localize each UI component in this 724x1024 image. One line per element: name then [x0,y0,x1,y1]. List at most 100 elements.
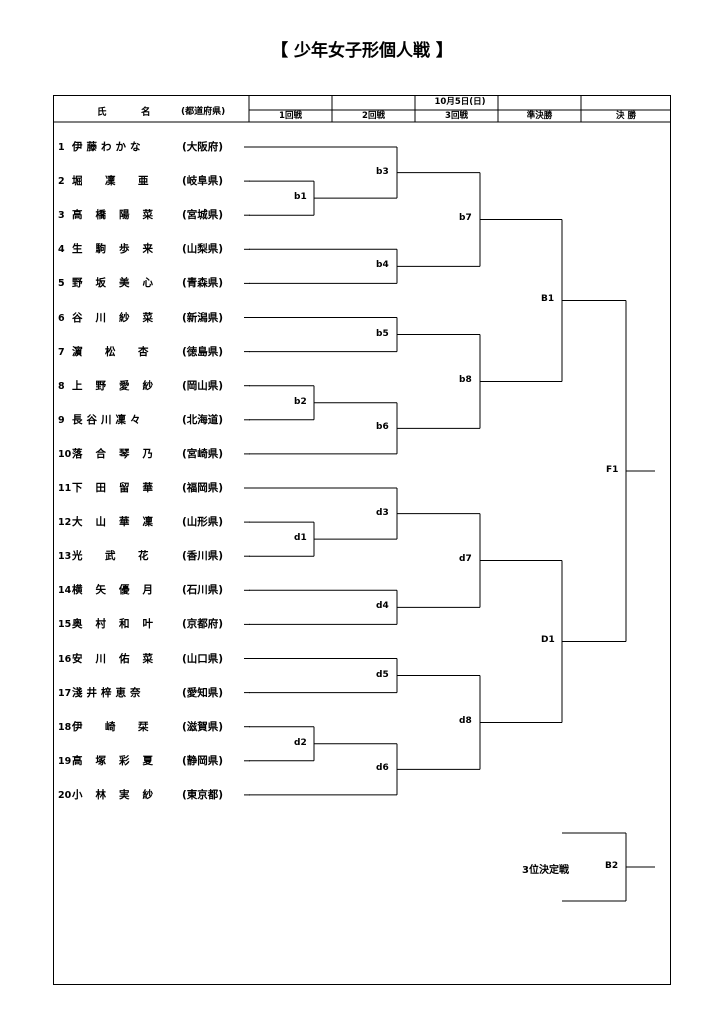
match-label-b7: b7 [459,213,472,224]
match-label-d4: d4 [376,601,389,612]
round-header-final: 決 勝 [616,111,636,121]
player-row: 3 高橋陽菜 (宮城県) [58,206,223,224]
player-prefecture: (青森県) [182,277,224,290]
player-number: 6 [58,312,65,324]
player-number: 1 [58,142,65,153]
player-name: 堀 凜 亜 [72,175,155,188]
third-place-label: 3位決定戦 [522,865,569,876]
match-date: 10月5日(日) [434,97,486,107]
player-prefecture: (福岡県) [182,482,224,494]
match-label-b3: b3 [376,166,389,177]
player-number: 19 [58,755,72,767]
player-number: 8 [58,380,65,392]
player-number: 7 [58,346,65,358]
player-number: 12 [58,517,72,529]
prefecture-header: (都道府県) [181,107,226,117]
round-header-3: 3回戦 [445,111,468,121]
player-name: 落合琴乃 [72,447,166,460]
player-prefecture: (徳島県) [182,345,224,358]
name-column-header: 氏 名 (都道府県) [53,96,249,122]
player-name: 高塚彩夏 [72,754,166,767]
player-row: 19高塚彩夏 (静岡県) [58,752,223,770]
player-name: 伊藤わかな [72,141,145,153]
player-number: 11 [58,483,72,494]
player-row: 10落合琴乃 (宮崎県) [58,445,223,463]
player-name: 奥村和叶 [72,618,166,631]
player-name: 濵 松 杏 [72,345,155,358]
player-name: 光 武 花 [72,550,155,563]
match-label-d5: d5 [376,669,389,680]
player-prefecture: (新潟県) [182,311,224,324]
round-header-2: 2回戦 [362,111,385,121]
player-name: 淺井梓恵奈 [72,686,145,699]
player-name: 大山華凜 [72,516,166,529]
match-label-d6: d6 [376,763,389,774]
match-label-b2: b2 [294,396,307,407]
match-label-b6: b6 [376,422,389,433]
player-row: 6 谷川紗菜 (新潟県) [58,309,223,327]
player-row: 20小林実紗 (東京都) [58,786,223,804]
player-prefecture: (山口県) [182,652,224,665]
player-row: 8 上野愛紗 (岡山県) [58,377,223,395]
player-row: 13光 武 花 (香川県) [58,547,223,565]
player-prefecture: (滋賀県) [182,720,224,733]
player-number: 17 [58,687,72,699]
player-row: 14横矢優月(石川県) [58,581,223,599]
player-prefecture: (大阪府) [182,141,224,153]
player-prefecture: (香川県) [182,550,224,563]
player-prefecture: (北海道) [182,413,224,426]
match-label-d1: d1 [294,533,307,544]
player-name: 生駒歩来 [72,243,166,256]
player-name: 上野愛紗 [72,379,166,392]
player-name: 谷川紗菜 [72,311,166,324]
match-label-b8: b8 [459,375,472,386]
player-row: 16安川佑菜 (山口県) [58,650,223,668]
player-number: 3 [58,210,65,222]
round-header-1: 1回戦 [279,111,302,121]
player-number: 10 [58,448,72,460]
player-prefecture: (岐阜県) [182,175,224,188]
player-number: 20 [58,789,72,801]
page-title: 【 少年女子形個人戦 】 [271,41,453,61]
player-prefecture: (山梨県) [182,243,224,256]
player-prefecture: (岡山県) [182,379,224,392]
player-row: 11下田留華 (福岡県) [58,479,223,497]
round-header-semifinal: 準決勝 [526,111,553,121]
player-row: 17淺井梓恵奈 (愛知県) [58,684,223,702]
player-prefecture: (京都府) [182,618,224,631]
match-label-d8: d8 [459,716,472,727]
player-prefecture: (静岡県) [182,754,224,767]
match-label-B1: B1 [541,294,555,305]
player-prefecture: (宮城県) [182,209,224,222]
match-label-d3: d3 [376,507,389,518]
player-prefecture: (東京都) [182,788,224,801]
match-label-d7: d7 [459,554,472,565]
match-label-B2: B2 [605,861,619,871]
player-name: 下田留華 [72,482,166,494]
match-label-F1: F1 [606,464,619,475]
player-name: 小林実紗 [72,788,166,801]
player-number: 18 [58,721,72,733]
player-name: 高橋陽菜 [72,209,166,222]
player-row: 1 伊藤わかな (大阪府) [58,138,223,156]
player-prefecture: (宮崎県) [182,447,224,460]
player-name: 野坂美心 [72,277,166,290]
player-row: 7 濵 松 杏 (徳島県) [58,343,223,361]
player-prefecture: (愛知県) [182,686,224,699]
player-name: 安川佑菜 [72,652,166,665]
match-label-b5: b5 [376,328,389,339]
match-label-b1: b1 [294,192,307,203]
match-label-b4: b4 [376,260,389,271]
name-header-char2: 名 [141,107,151,118]
player-row: 5 野坂美心 (青森県) [58,274,223,292]
player-name: 横矢優月 [72,584,166,597]
player-number: 4 [58,244,65,256]
player-number: 16 [58,653,72,665]
player-number: 14 [58,585,72,597]
player-number: 13 [58,551,72,563]
player-number: 15 [58,619,72,631]
match-label-D1: D1 [541,635,555,646]
player-number: 5 [58,278,65,290]
